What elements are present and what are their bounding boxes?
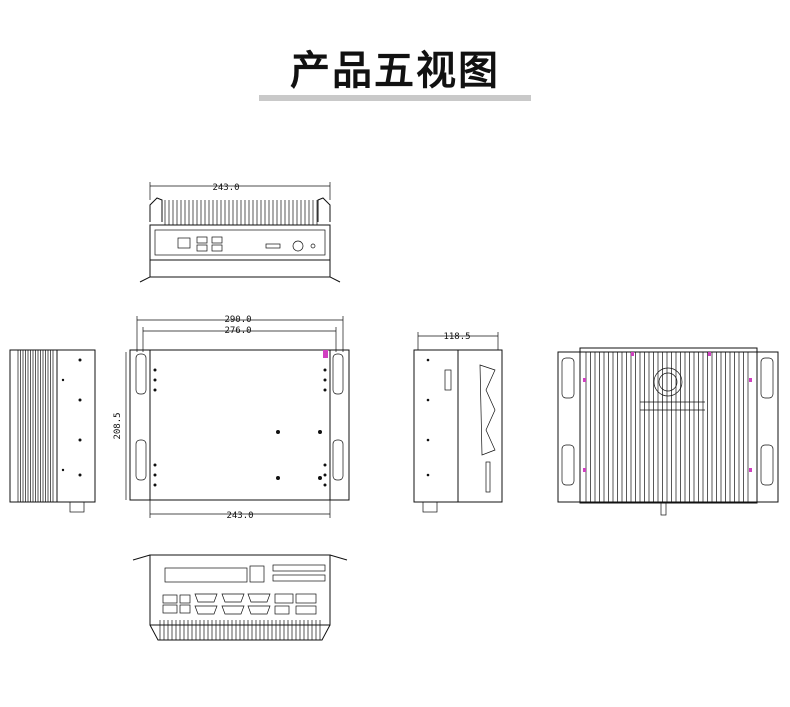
- top-view: 243.0: [139, 182, 341, 283]
- dim-overall-width: 290.0: [224, 315, 251, 325]
- right-side-view: 118.5: [413, 332, 503, 513]
- dim-height: 208.5: [113, 412, 123, 439]
- back-view: [557, 347, 779, 516]
- title-underline: [259, 95, 531, 101]
- front-view: 290.0 276.0 208.5 243.0: [113, 315, 350, 521]
- left-side-view: [9, 349, 96, 513]
- dim-depth: 118.5: [443, 332, 470, 342]
- dim-bottom-width: 243.0: [226, 511, 253, 521]
- bottom-view: [132, 554, 348, 641]
- page-title: 产品五视图: [290, 48, 500, 94]
- dim-top-width: 243.0: [212, 183, 239, 193]
- dim-inner-width: 276.0: [224, 326, 251, 336]
